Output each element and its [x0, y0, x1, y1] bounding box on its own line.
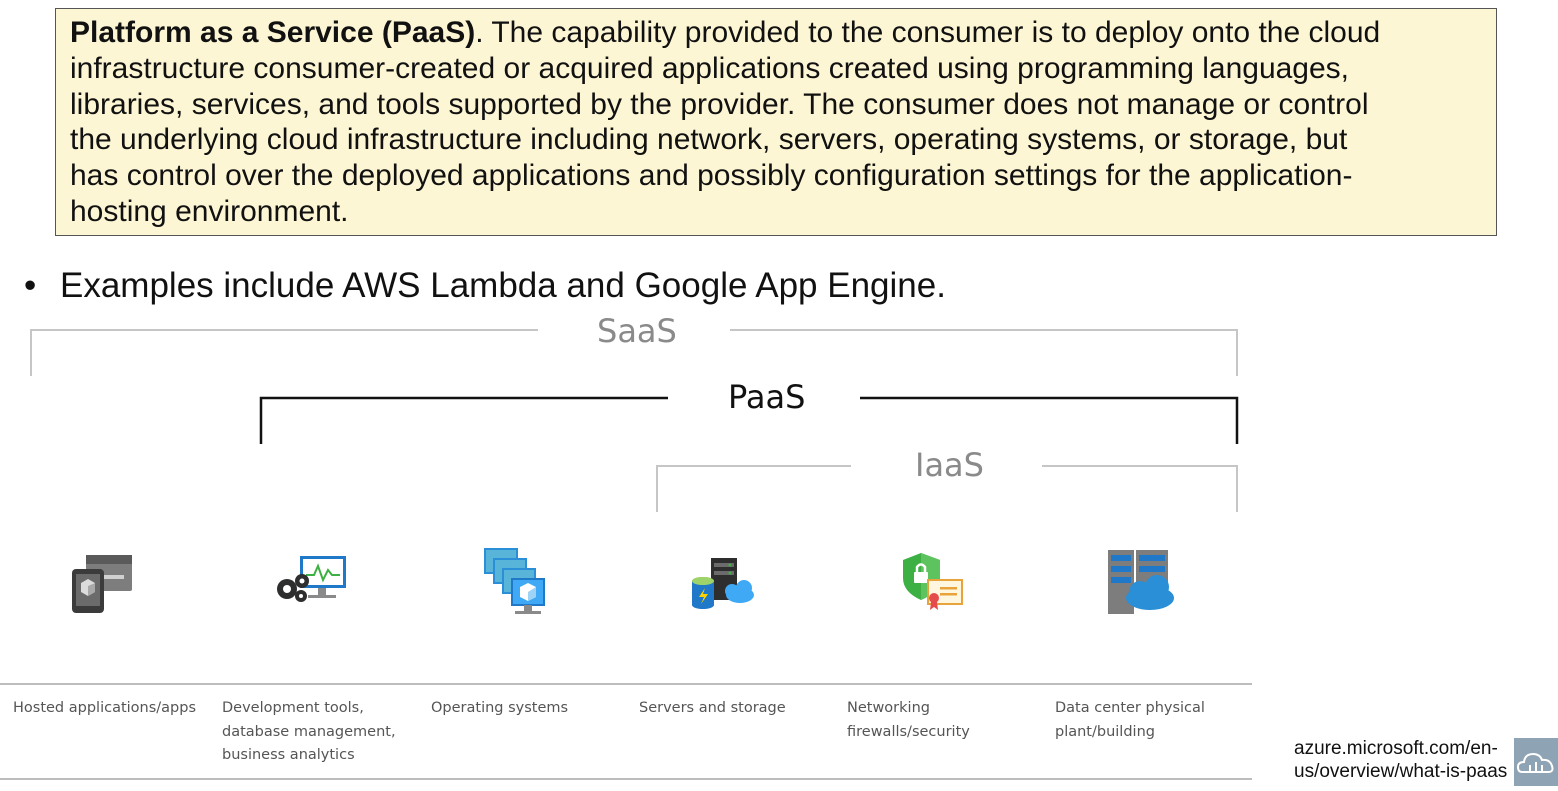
category-label: Networking: [847, 700, 930, 716]
definition-term: Platform as a Service (PaaS): [70, 16, 476, 49]
cloud-icon: [1516, 752, 1554, 773]
cloud-badge: [1514, 738, 1558, 786]
category-networking: Networking firewalls/security: [847, 697, 1037, 744]
category-label: Data center physical: [1055, 700, 1205, 716]
datacenter-icon: [1108, 550, 1174, 614]
category-label: Operating systems: [431, 700, 569, 716]
category-dev-tools: Development tools, database management, …: [222, 697, 412, 768]
source-line: azure.microsoft.com/en-: [1294, 738, 1498, 759]
dev-tools-icon: [277, 556, 346, 602]
definition-line: infrastructure consumer-created or acqui…: [70, 51, 1350, 85]
category-label: business analytics: [222, 747, 355, 763]
bullet-dot: •: [24, 266, 37, 305]
operating-systems-icon: [484, 548, 545, 614]
definition-line: Platform as a Service (PaaS). The capabi…: [70, 15, 1482, 51]
iaas-label: IaaS: [915, 446, 984, 484]
definition-box: Platform as a Service (PaaS). The capabi…: [55, 8, 1497, 236]
definition-line: the underlying cloud infrastructure incl…: [70, 123, 1348, 157]
category-label: firewalls/security: [847, 723, 970, 740]
category-hosted-apps: Hosted applications/apps: [13, 697, 203, 721]
servers-storage-icon: [692, 558, 754, 609]
hosted-app-icon: [72, 555, 132, 613]
source-line: us/overview/what-is-paas: [1294, 761, 1508, 782]
paas-bracket: [259, 396, 1239, 444]
definition-line: has control over the deployed applicatio…: [70, 159, 1353, 193]
firewall-security-icon: [903, 553, 963, 610]
definition-line: hosting environment.: [70, 194, 349, 228]
saas-label: SaaS: [597, 312, 677, 350]
examples-bullet: • Examples include AWS Lambda and Google …: [24, 266, 946, 306]
category-datacenter: Data center physical plant/building: [1055, 697, 1245, 744]
iaas-bracket: [656, 465, 1238, 512]
category-label: plant/building: [1055, 723, 1155, 740]
saas-bracket: [30, 329, 1238, 376]
paas-label: PaaS: [728, 378, 806, 416]
examples-text: Examples include AWS Lambda and Google A…: [60, 266, 946, 305]
category-label: Development tools,: [222, 700, 364, 716]
category-label: Servers and storage: [639, 700, 786, 716]
category-operating-systems: Operating systems: [431, 697, 621, 721]
category-servers-storage: Servers and storage: [639, 697, 829, 721]
definition-line: libraries, services, and tools supported…: [70, 87, 1369, 121]
category-label: database management,: [222, 723, 396, 740]
source-citation: azure.microsoft.com/en- us/overview/what…: [1294, 737, 1516, 783]
category-label: Hosted applications/apps: [13, 700, 197, 716]
definition-text: . The capability provided to the consume…: [475, 16, 1381, 49]
